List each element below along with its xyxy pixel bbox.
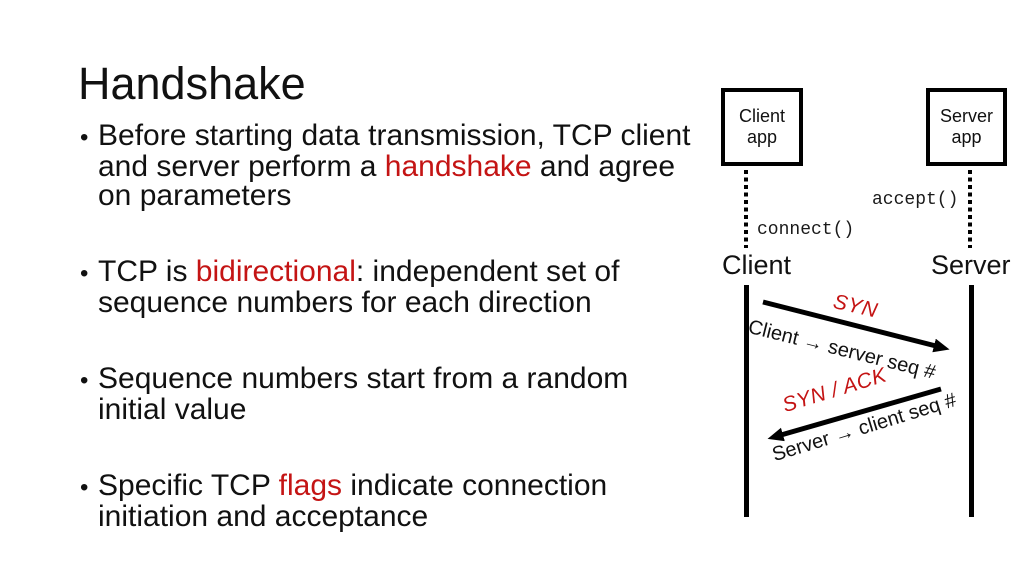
syn-flag-label: SYN [831, 290, 880, 323]
bullet-segment-highlight: bidirectional [195, 255, 356, 288]
bullet-marker: • [80, 474, 89, 501]
bullet-segment: : independent set of sequence numbers fo… [98, 255, 620, 319]
bullet-segment-highlight: handshake [384, 150, 532, 183]
server-app-box-line1: Server [939, 106, 993, 126]
server-lifeline-label: Server [931, 250, 1011, 280]
bullet-item-3: • Sequence numbers start from a random in… [80, 362, 698, 426]
syn-direction-label: Client → server seq # [745, 316, 938, 384]
bullet-segment: Specific TCP [98, 469, 279, 502]
server-app-box: Server app [926, 88, 1007, 166]
bullet-segment: and agree on parameters [98, 150, 676, 212]
slide-title: Handshake [78, 58, 306, 109]
client-app-box-line2: app [746, 127, 778, 147]
bullet-marker: • [80, 124, 89, 151]
bullet-segment: Sequence numbers start from a random ini… [98, 362, 629, 426]
server-timeline [969, 285, 974, 517]
bullet-segment: indicate connection initiation and accep… [98, 469, 608, 533]
bullet-segment: TCP is [98, 255, 196, 288]
bullet-marker: • [80, 260, 89, 287]
bullet-item-2: • TCP is bidirectional: independent set o… [80, 255, 698, 319]
server-app-box-line2: app [951, 127, 982, 147]
client-timeline [744, 285, 749, 517]
bullet-item-1: • Before starting data transmission, TCP … [80, 119, 698, 212]
client-app-box-line1: Client [738, 106, 786, 126]
bullet-segment: Before starting data transmission, TCP c… [98, 119, 691, 183]
client-app-box: Client app [721, 88, 803, 166]
server-app-dotted-line [968, 170, 972, 248]
bullet-marker: • [80, 367, 89, 394]
client-app-dotted-line [744, 170, 748, 248]
connect-call-label: connect() [757, 220, 855, 240]
bullet-segment-highlight: flags [278, 469, 343, 502]
bullet-item-4: • Specific TCP flags indicate connection … [80, 469, 698, 533]
client-lifeline-label: Client [722, 250, 792, 280]
accept-call-label: accept() [872, 190, 959, 210]
syn-ack-flag-label: SYN / ACK [779, 363, 890, 418]
